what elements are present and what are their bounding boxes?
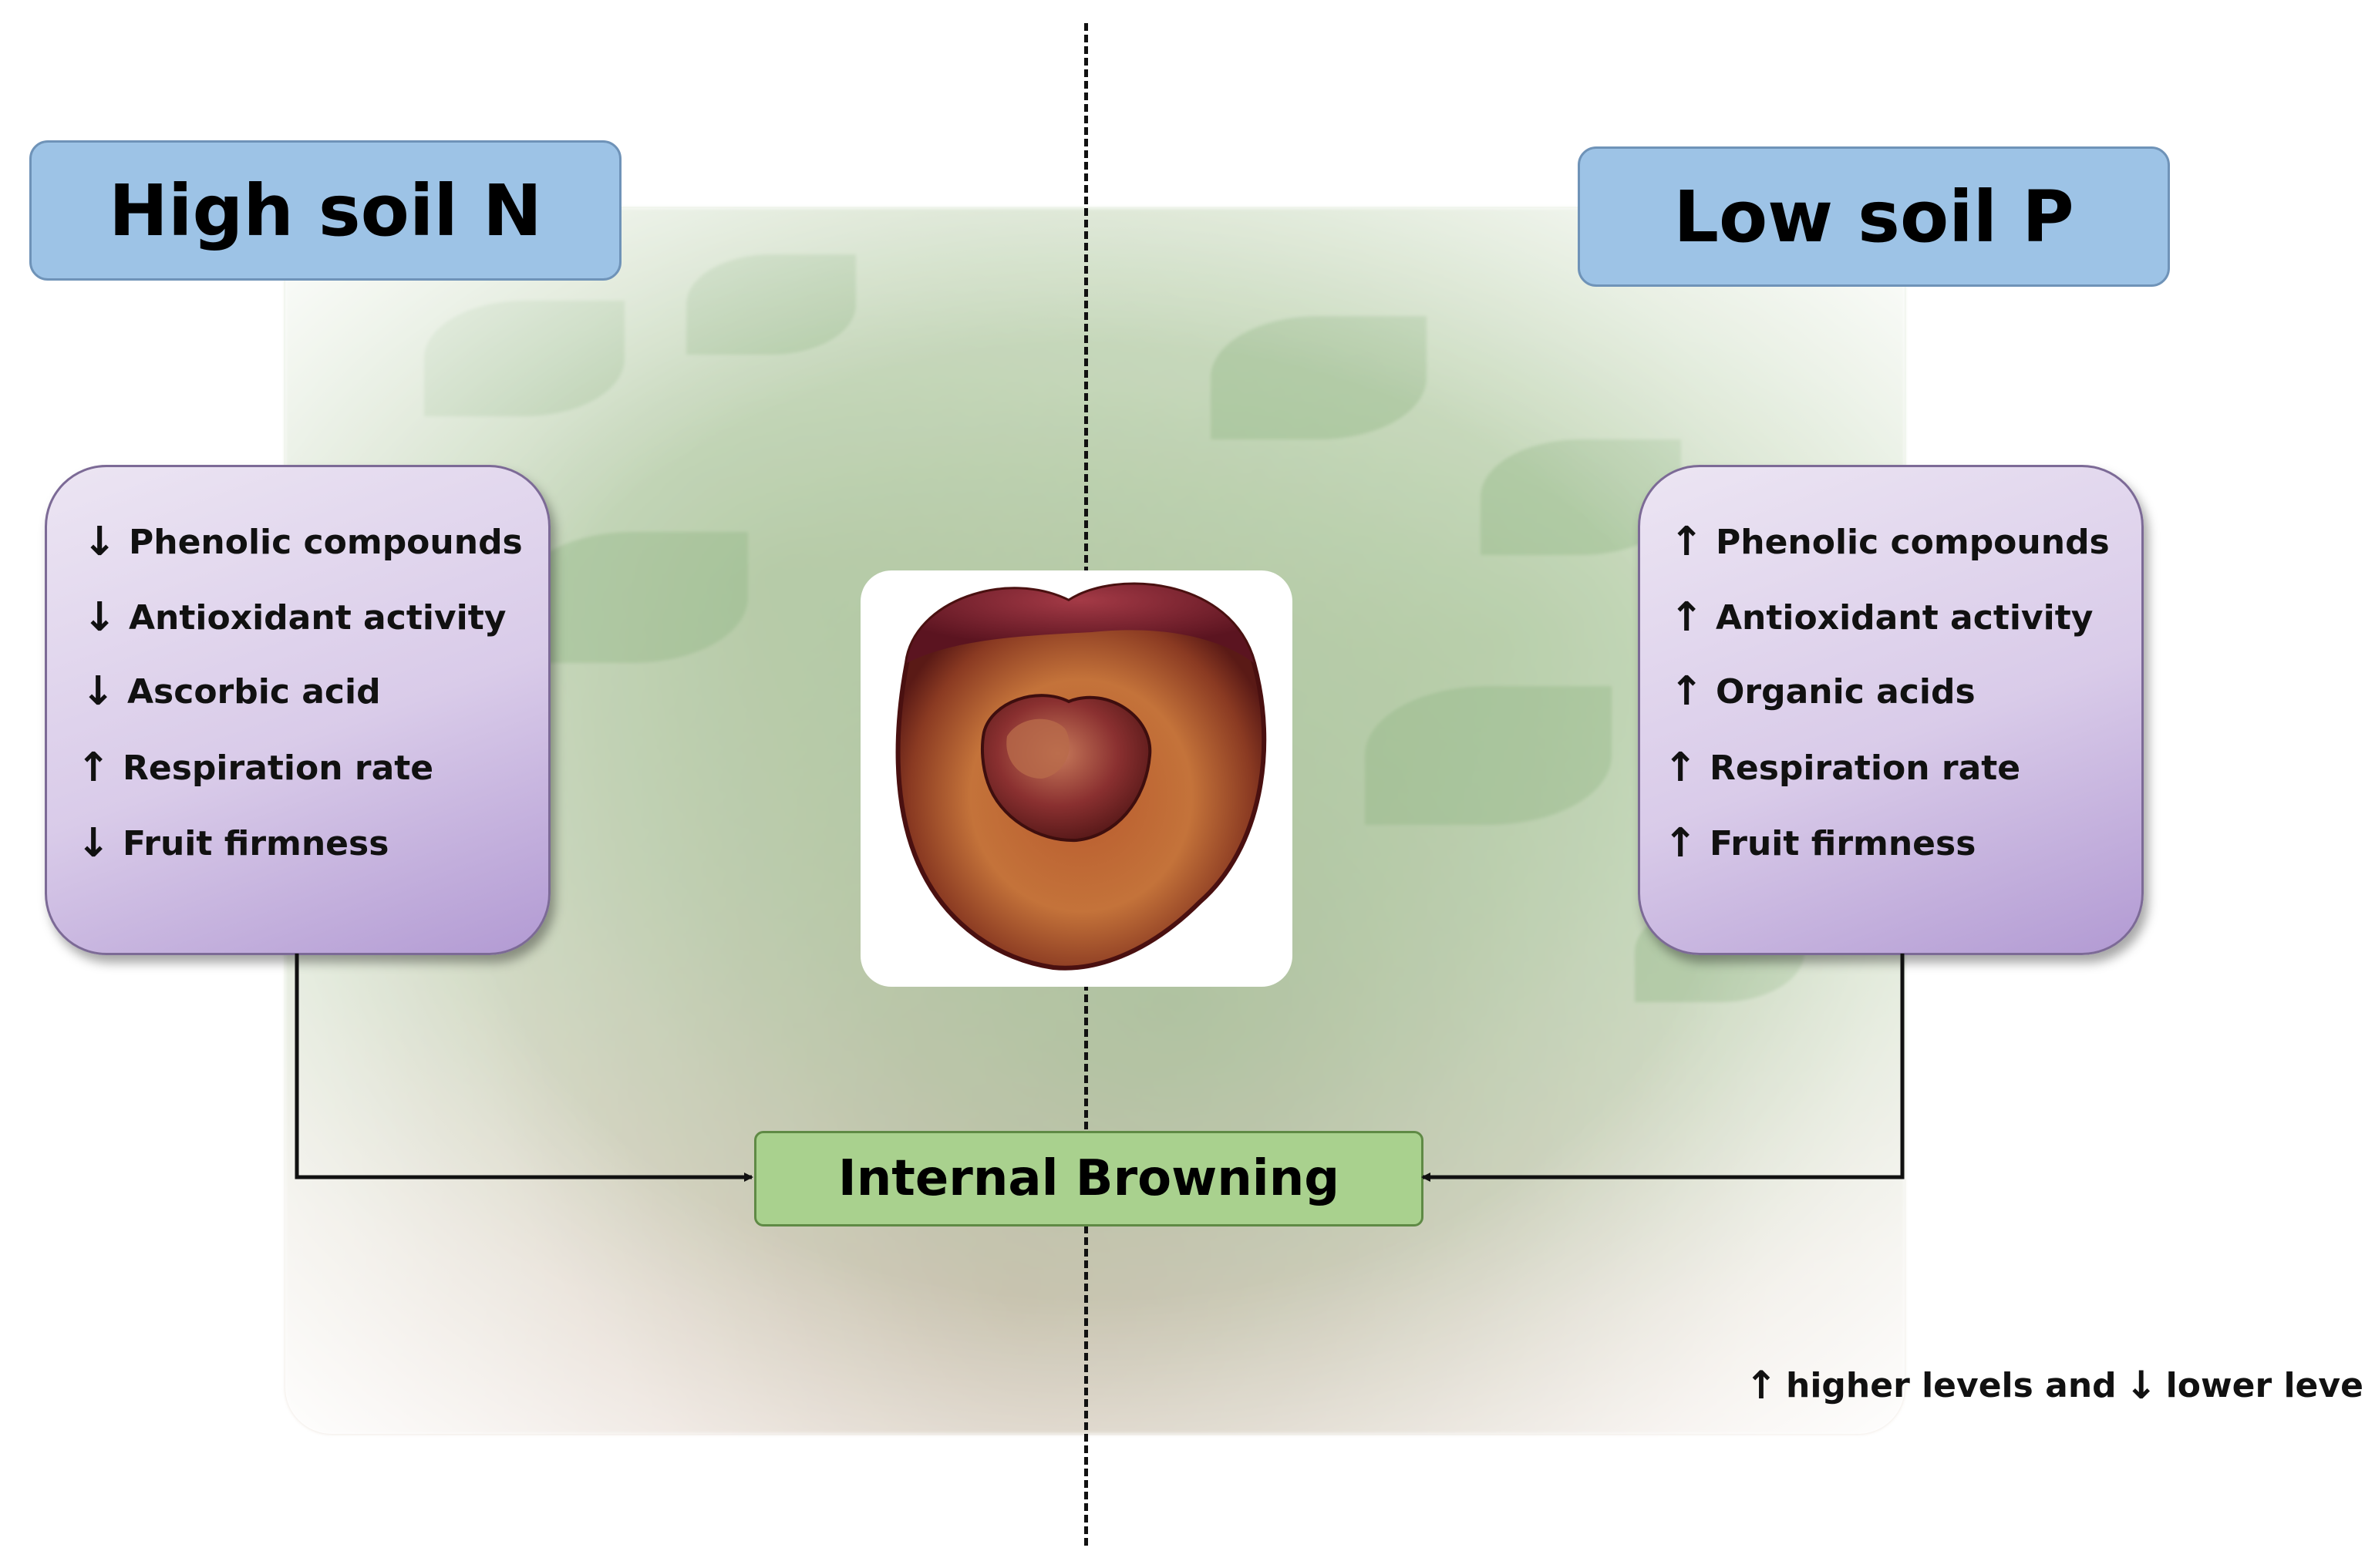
effects-box-right: ↑ Phenolic compounds ↑ Antioxidant activ… — [1638, 465, 2144, 955]
effect-item: ↑ Fruit firmness — [1657, 816, 1976, 870]
effect-item: ↑ Phenolic compounds — [1663, 515, 2110, 569]
effect-label: Respiration rate — [123, 748, 434, 788]
outcome-label: Internal Browning — [837, 1150, 1340, 1207]
down-arrow-icon: ↓ — [83, 519, 116, 565]
effect-label: Phenolic compounds — [129, 522, 523, 562]
up-arrow-icon: ↑ — [1669, 594, 1703, 641]
up-arrow-icon: ↑ — [1663, 745, 1697, 791]
up-arrow-icon: ↑ — [1669, 668, 1703, 715]
title-right-label: Low soil P — [1673, 175, 2074, 258]
effect-item: ↓ Phenolic compounds — [76, 515, 523, 569]
down-arrow-icon: ↓ — [83, 594, 116, 641]
legend-down-text: lower levels — [2165, 1365, 2365, 1405]
legend: ↑ higher levels and ↓ lower levels — [1744, 1358, 2365, 1412]
effects-box-left: ↓ Phenolic compounds ↓ Antioxidant activ… — [45, 465, 551, 955]
internal-browning-box: Internal Browning — [754, 1131, 1423, 1226]
effect-label: Phenolic compounds — [1716, 522, 2110, 562]
effect-label: Respiration rate — [1710, 748, 2021, 788]
title-low-soil-p: Low soil P — [1578, 146, 2170, 287]
effect-label: Fruit firmness — [1710, 823, 1976, 863]
up-arrow-icon: ↑ — [1669, 519, 1703, 565]
up-arrow-icon: ↑ — [1663, 820, 1697, 866]
up-arrow-icon: ↑ — [76, 745, 110, 791]
effect-item: ↓ Ascorbic acid — [75, 665, 381, 718]
effect-item: ↑ Antioxidant activity — [1663, 591, 2093, 644]
title-left-label: High soil N — [109, 169, 542, 252]
effect-label: Fruit firmness — [123, 823, 389, 863]
effect-item: ↑ Organic acids — [1663, 665, 1976, 718]
effect-item: ↓ Fruit firmness — [70, 816, 389, 870]
up-arrow-icon: ↑ — [1745, 1363, 1777, 1408]
effect-label: Ascorbic acid — [127, 671, 381, 712]
effect-item: ↑ Respiration rate — [70, 741, 433, 795]
effect-label: Antioxidant activity — [129, 597, 507, 638]
effect-label: Antioxidant activity — [1716, 597, 2094, 638]
cherry-image-panel — [861, 570, 1292, 987]
effect-label: Organic acids — [1716, 671, 1976, 712]
effect-item: ↑ Respiration rate — [1657, 741, 2020, 795]
legend-up-text: higher levels and — [1786, 1365, 2117, 1405]
cherry-cross-section-image — [895, 582, 1267, 971]
down-arrow-icon: ↓ — [76, 820, 110, 866]
down-arrow-icon: ↓ — [81, 668, 115, 715]
title-high-soil-n: High soil N — [29, 140, 622, 281]
down-arrow-icon: ↓ — [2124, 1363, 2158, 1408]
effect-item: ↓ Antioxidant activity — [76, 591, 506, 644]
